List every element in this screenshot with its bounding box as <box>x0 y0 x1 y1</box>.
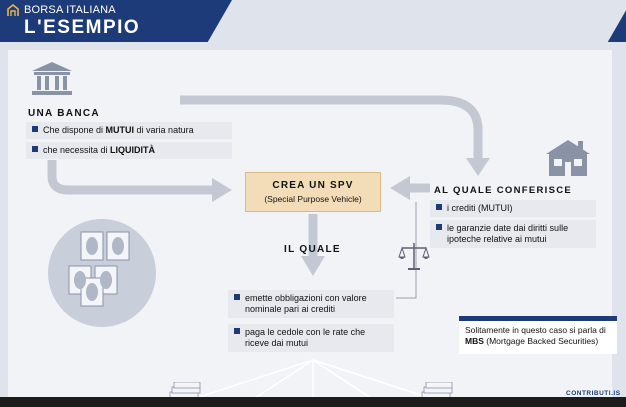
which-item-1: emette obbligazioni con valore nominale … <box>228 290 394 318</box>
house-icon <box>546 140 590 176</box>
bank-item-1-bold: MUTUI <box>105 125 135 135</box>
bank-item-1: Che dispone di MUTUI di varia natura <box>26 122 232 139</box>
scales-icon <box>398 243 430 270</box>
distribution-lines <box>189 359 437 401</box>
credit-label: CONTRIBUTI.IS <box>566 390 621 397</box>
bank-item-1-prefix: Che dispone di <box>43 125 106 135</box>
bank-heading: UNA BANCA <box>28 108 100 119</box>
page-title: L'ESEMPIO <box>24 17 141 38</box>
bank-building-icon <box>32 62 72 95</box>
bullet-icon <box>436 224 442 230</box>
bullet-icon <box>32 146 38 152</box>
spv-box: CREA UN SPV (Special Purpose Vehicle) <box>245 172 381 212</box>
mbs-note-prefix: Solitamente in questo caso si parla di <box>465 325 606 335</box>
mbs-note-suffix: (Mortgage Backed Securities) <box>483 336 599 346</box>
footer-bar <box>0 397 626 407</box>
arrow-bank-to-transfer <box>180 95 483 160</box>
arrow-head-down-right <box>466 158 490 176</box>
brand-logo-icon <box>7 4 19 16</box>
arrow-bank-to-spv <box>47 160 214 195</box>
spv-title: CREA UN SPV <box>272 180 354 191</box>
transfer-item-2-text: le garanzie date dai diritti sulle ipote… <box>447 223 569 244</box>
arrow-head-down <box>301 256 325 276</box>
bank-item-2: che necessita di LIQUIDITÀ <box>26 142 232 159</box>
spv-subtitle: (Special Purpose Vehicle) <box>264 194 362 204</box>
arrow-head-right <box>212 178 232 202</box>
documents-icon <box>48 219 156 327</box>
bank-item-1-suffix: di varia natura <box>134 125 194 135</box>
which-heading: IL QUALE <box>284 244 341 255</box>
mbs-note: Solitamente in questo caso si parla di M… <box>459 316 617 354</box>
bullet-icon <box>234 294 240 300</box>
which-item-2-text: paga le cedole con le rate che riceve da… <box>245 327 366 348</box>
bond-stack-icon <box>421 382 453 399</box>
connector-line <box>396 202 417 299</box>
mbs-note-bold: MBS <box>465 336 484 346</box>
bullet-icon <box>234 328 240 334</box>
transfer-item-1-text: i crediti (MUTUI) <box>447 203 513 213</box>
bullet-icon <box>32 126 38 132</box>
which-item-1-text: emette obbligazioni con valore nominale … <box>245 293 367 314</box>
bullet-icon <box>436 204 442 210</box>
transfer-heading: AL QUALE CONFERISCE <box>434 185 573 196</box>
brand-name: BORSA ITALIANA <box>24 4 116 16</box>
transfer-item-1: i crediti (MUTUI) <box>430 200 596 217</box>
arrow-head-left <box>390 176 410 200</box>
transfer-item-2: le garanzie date dai diritti sulle ipote… <box>430 220 596 248</box>
bank-item-2-prefix: che necessita di <box>43 145 111 155</box>
bank-item-2-bold: LIQUIDITÀ <box>110 145 156 155</box>
which-item-2: paga le cedole con le rate che riceve da… <box>228 324 394 352</box>
